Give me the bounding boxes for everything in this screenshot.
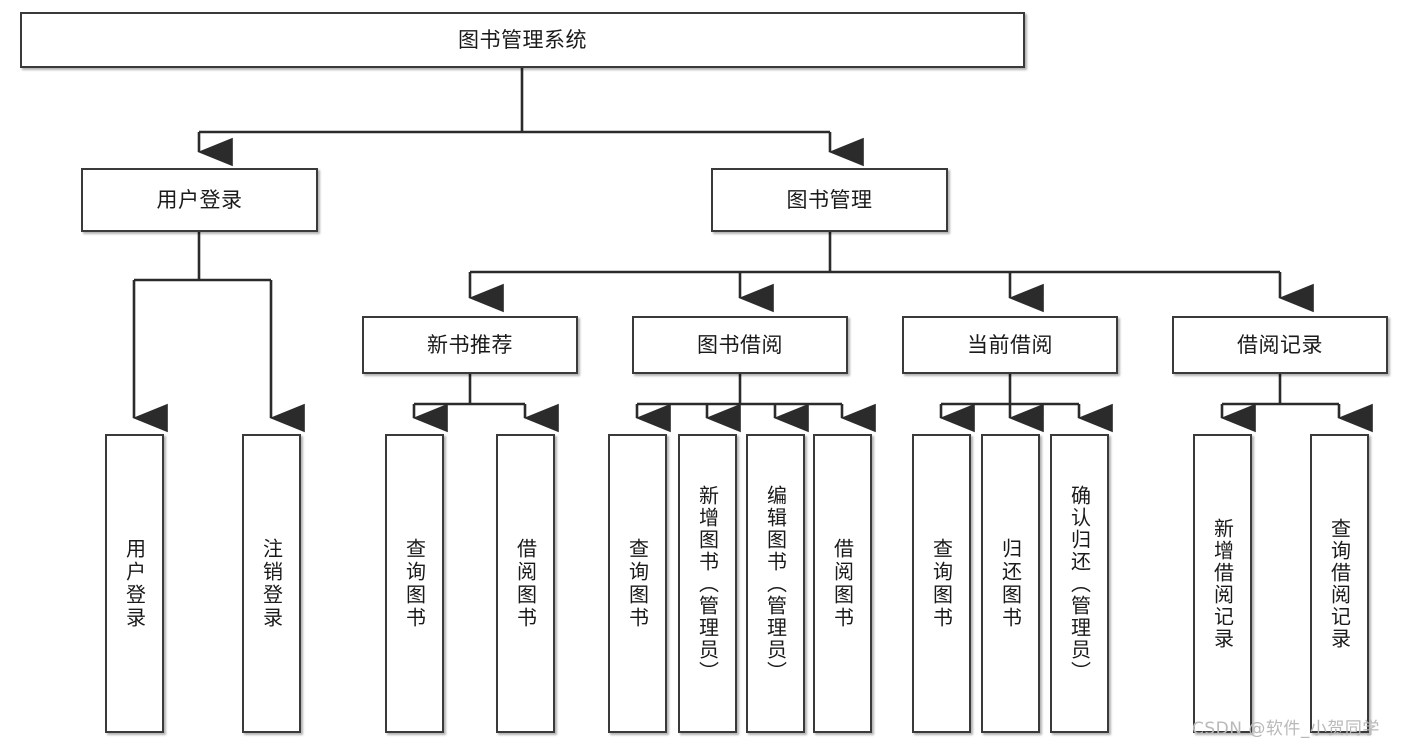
node-label: 新增借阅记录 — [1210, 517, 1235, 650]
node-borrow-record[interactable]: 借阅记录 — [1172, 316, 1388, 374]
node-leaf-logout[interactable]: 注销登录 — [242, 434, 301, 733]
node-current-borrow[interactable]: 当前借阅 — [902, 316, 1118, 374]
node-leaf-add-book-admin[interactable]: 新增图书（管理员） — [678, 434, 737, 733]
node-label: 图书管理系统 — [458, 27, 587, 52]
node-label: 查询借阅记录 — [1327, 517, 1352, 650]
node-leaf-return-book[interactable]: 归还图书 — [981, 434, 1040, 733]
node-label: 新书推荐 — [427, 332, 513, 357]
node-user-login[interactable]: 用户登录 — [81, 168, 318, 232]
node-label: 借阅图书 — [513, 537, 538, 630]
node-label: 编辑图书（管理员） — [763, 484, 788, 683]
node-label: 查询图书 — [929, 537, 954, 630]
node-label: 用户登录 — [156, 187, 243, 212]
node-leaf-edit-book-admin[interactable]: 编辑图书（管理员） — [746, 434, 805, 733]
node-label: 借阅记录 — [1237, 332, 1323, 357]
csdn-watermark: CSDN @软件_小贺同学 — [1192, 719, 1380, 739]
node-leaf-query-borrow-record[interactable]: 查询借阅记录 — [1310, 434, 1369, 733]
node-label: 借阅图书 — [830, 537, 855, 630]
node-label: 当前借阅 — [967, 332, 1053, 357]
node-label: 图书管理 — [786, 187, 873, 212]
node-label: 确认归还（管理员） — [1067, 484, 1092, 683]
node-book-borrow[interactable]: 图书借阅 — [632, 316, 848, 374]
node-label: 查询图书 — [402, 537, 427, 630]
node-leaf-query-book-current[interactable]: 查询图书 — [912, 434, 971, 733]
node-leaf-user-login[interactable]: 用户登录 — [105, 434, 164, 733]
node-label: 新增图书（管理员） — [695, 484, 720, 683]
node-leaf-query-book-borrow[interactable]: 查询图书 — [608, 434, 667, 733]
node-label: 归还图书 — [998, 537, 1023, 630]
node-label: 图书借阅 — [697, 332, 783, 357]
node-book-management[interactable]: 图书管理 — [711, 168, 948, 232]
node-leaf-borrow-book-recommend[interactable]: 借阅图书 — [496, 434, 555, 733]
node-leaf-confirm-return-admin[interactable]: 确认归还（管理员） — [1050, 434, 1109, 733]
node-leaf-query-book-recommend[interactable]: 查询图书 — [385, 434, 444, 733]
node-new-book-recommend[interactable]: 新书推荐 — [362, 316, 578, 374]
node-leaf-add-borrow-record[interactable]: 新增借阅记录 — [1193, 434, 1252, 733]
node-label: 注销登录 — [259, 537, 284, 630]
node-root-book-management-system[interactable]: 图书管理系统 — [20, 12, 1025, 68]
node-label: 查询图书 — [625, 537, 650, 630]
node-label: 用户登录 — [122, 537, 147, 630]
node-leaf-borrow-book[interactable]: 借阅图书 — [813, 434, 872, 733]
